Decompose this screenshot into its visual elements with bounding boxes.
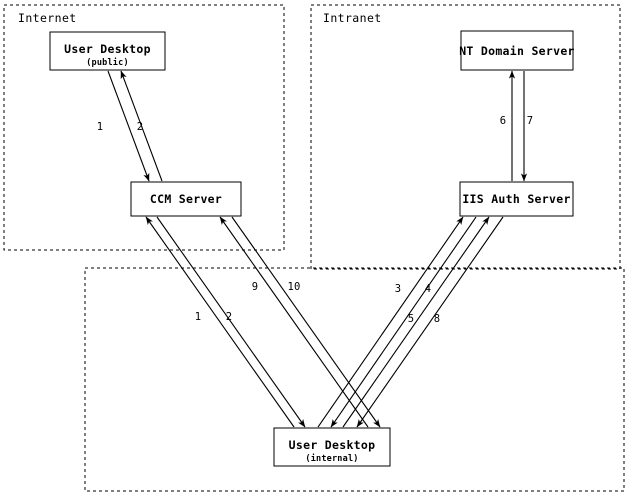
flow-label-10: 10 xyxy=(287,281,300,293)
zone-internet-boundary xyxy=(3,4,285,251)
zone-intranet-boundary xyxy=(310,4,621,270)
flow-label-7: 7 xyxy=(527,115,534,127)
node-user-desktop-internal-box[interactable] xyxy=(273,427,391,467)
flow-line-10 xyxy=(231,216,381,428)
flow-label-8: 8 xyxy=(434,313,441,325)
flow-line-1-public xyxy=(107,70,150,182)
node-iis-auth-server-title: IIS Auth Server xyxy=(462,192,570,206)
node-iis-auth-server[interactable]: IIS Auth Server xyxy=(459,181,574,217)
node-ccm-server[interactable]: CCM Server xyxy=(130,181,242,217)
flow-line-8 xyxy=(356,216,504,428)
connector-iis-ntdomain xyxy=(508,70,528,182)
connector-internal-desktop-iis-58 xyxy=(342,216,504,428)
flow-label-5: 5 xyxy=(408,313,415,325)
flow-label-3: 3 xyxy=(395,283,402,295)
node-nt-domain-server-title: NT Domain Server xyxy=(459,44,575,58)
flow-label-2-public: 2 xyxy=(137,121,144,133)
flow-line-2-public xyxy=(120,70,163,182)
zone-label-intranet: Intranet xyxy=(323,11,382,25)
flow-line-3 xyxy=(317,216,464,428)
node-user-desktop-internal[interactable]: User Desktop (internal) xyxy=(273,427,391,467)
node-ccm-server-title: CCM Server xyxy=(150,192,222,206)
zone-label-internet: Internet xyxy=(18,11,77,25)
node-user-desktop-internal-subtitle: (internal) xyxy=(305,453,358,464)
flow-label-6: 6 xyxy=(500,115,507,127)
node-iis-auth-server-box[interactable] xyxy=(459,181,574,217)
flow-line-9 xyxy=(219,216,369,428)
flow-line-1-lan xyxy=(145,216,295,428)
node-user-desktop-internal-title: User Desktop xyxy=(289,438,376,452)
zone-boundaries xyxy=(3,4,625,492)
flow-label-4: 4 xyxy=(425,283,432,295)
flow-line-4 xyxy=(330,216,477,428)
node-ccm-server-box[interactable] xyxy=(130,181,242,217)
connector-internal-desktop-iis-34 xyxy=(317,216,477,428)
node-user-desktop-public-title: User Desktop xyxy=(64,42,151,56)
node-user-desktop-public-box[interactable] xyxy=(49,31,166,71)
node-nt-domain-server-box[interactable] xyxy=(460,30,574,71)
flow-label-1-lan: 1 xyxy=(195,311,202,323)
node-user-desktop-public[interactable]: User Desktop (public) xyxy=(49,31,166,71)
connector-public-desktop-ccm xyxy=(107,70,163,182)
flow-line-2-lan xyxy=(156,216,306,428)
flow-line-5 xyxy=(342,216,490,428)
connector-internal-desktop-ccm-12 xyxy=(145,216,306,428)
flow-label-1-public: 1 xyxy=(97,121,104,133)
flow-label-2-lan: 2 xyxy=(226,311,233,323)
connector-internal-desktop-ccm-910 xyxy=(219,216,381,428)
node-user-desktop-public-subtitle: (public) xyxy=(86,57,129,68)
node-nt-domain-server[interactable]: NT Domain Server xyxy=(459,30,575,71)
flow-label-9: 9 xyxy=(252,281,259,293)
flow-step-labels: 1 2 1 2 3 4 5 6 7 8 9 10 xyxy=(97,115,534,325)
zone-internal-lan-boundary xyxy=(84,267,625,492)
